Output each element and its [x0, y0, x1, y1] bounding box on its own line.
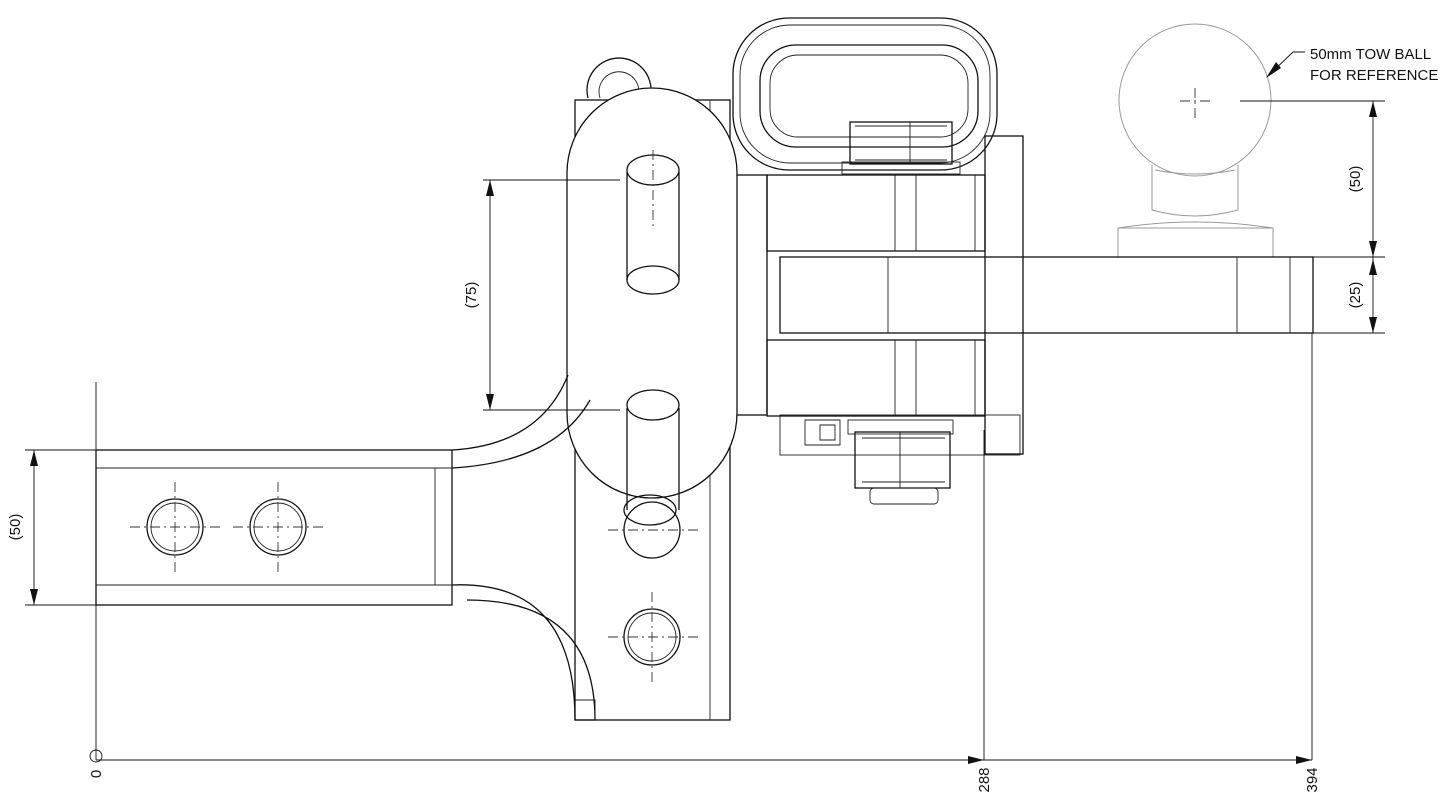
tongue-bar — [779, 256, 1314, 334]
safety-loop — [732, 17, 998, 175]
baseline-mark-288: 288 — [976, 767, 993, 792]
dim-label-tongue-thickness: (25) — [1347, 282, 1364, 309]
pin-carrier — [566, 87, 738, 526]
baseline-mark-394: 394 — [1304, 767, 1321, 792]
dim-label-ball-height: (50) — [1347, 166, 1364, 193]
receiver-shank — [95, 374, 698, 721]
clamp-block — [734, 135, 1024, 505]
dim-label-shank-height: (50) — [7, 514, 24, 541]
baseline-origin-label: 0 — [88, 770, 105, 778]
note-line-2: FOR REFERENCE — [1310, 67, 1438, 84]
note-line-1: 50mm TOW BALL — [1310, 46, 1431, 63]
dimension-lines — [25, 51, 1385, 764]
dim-label-pin-spacing: (75) — [463, 282, 480, 309]
